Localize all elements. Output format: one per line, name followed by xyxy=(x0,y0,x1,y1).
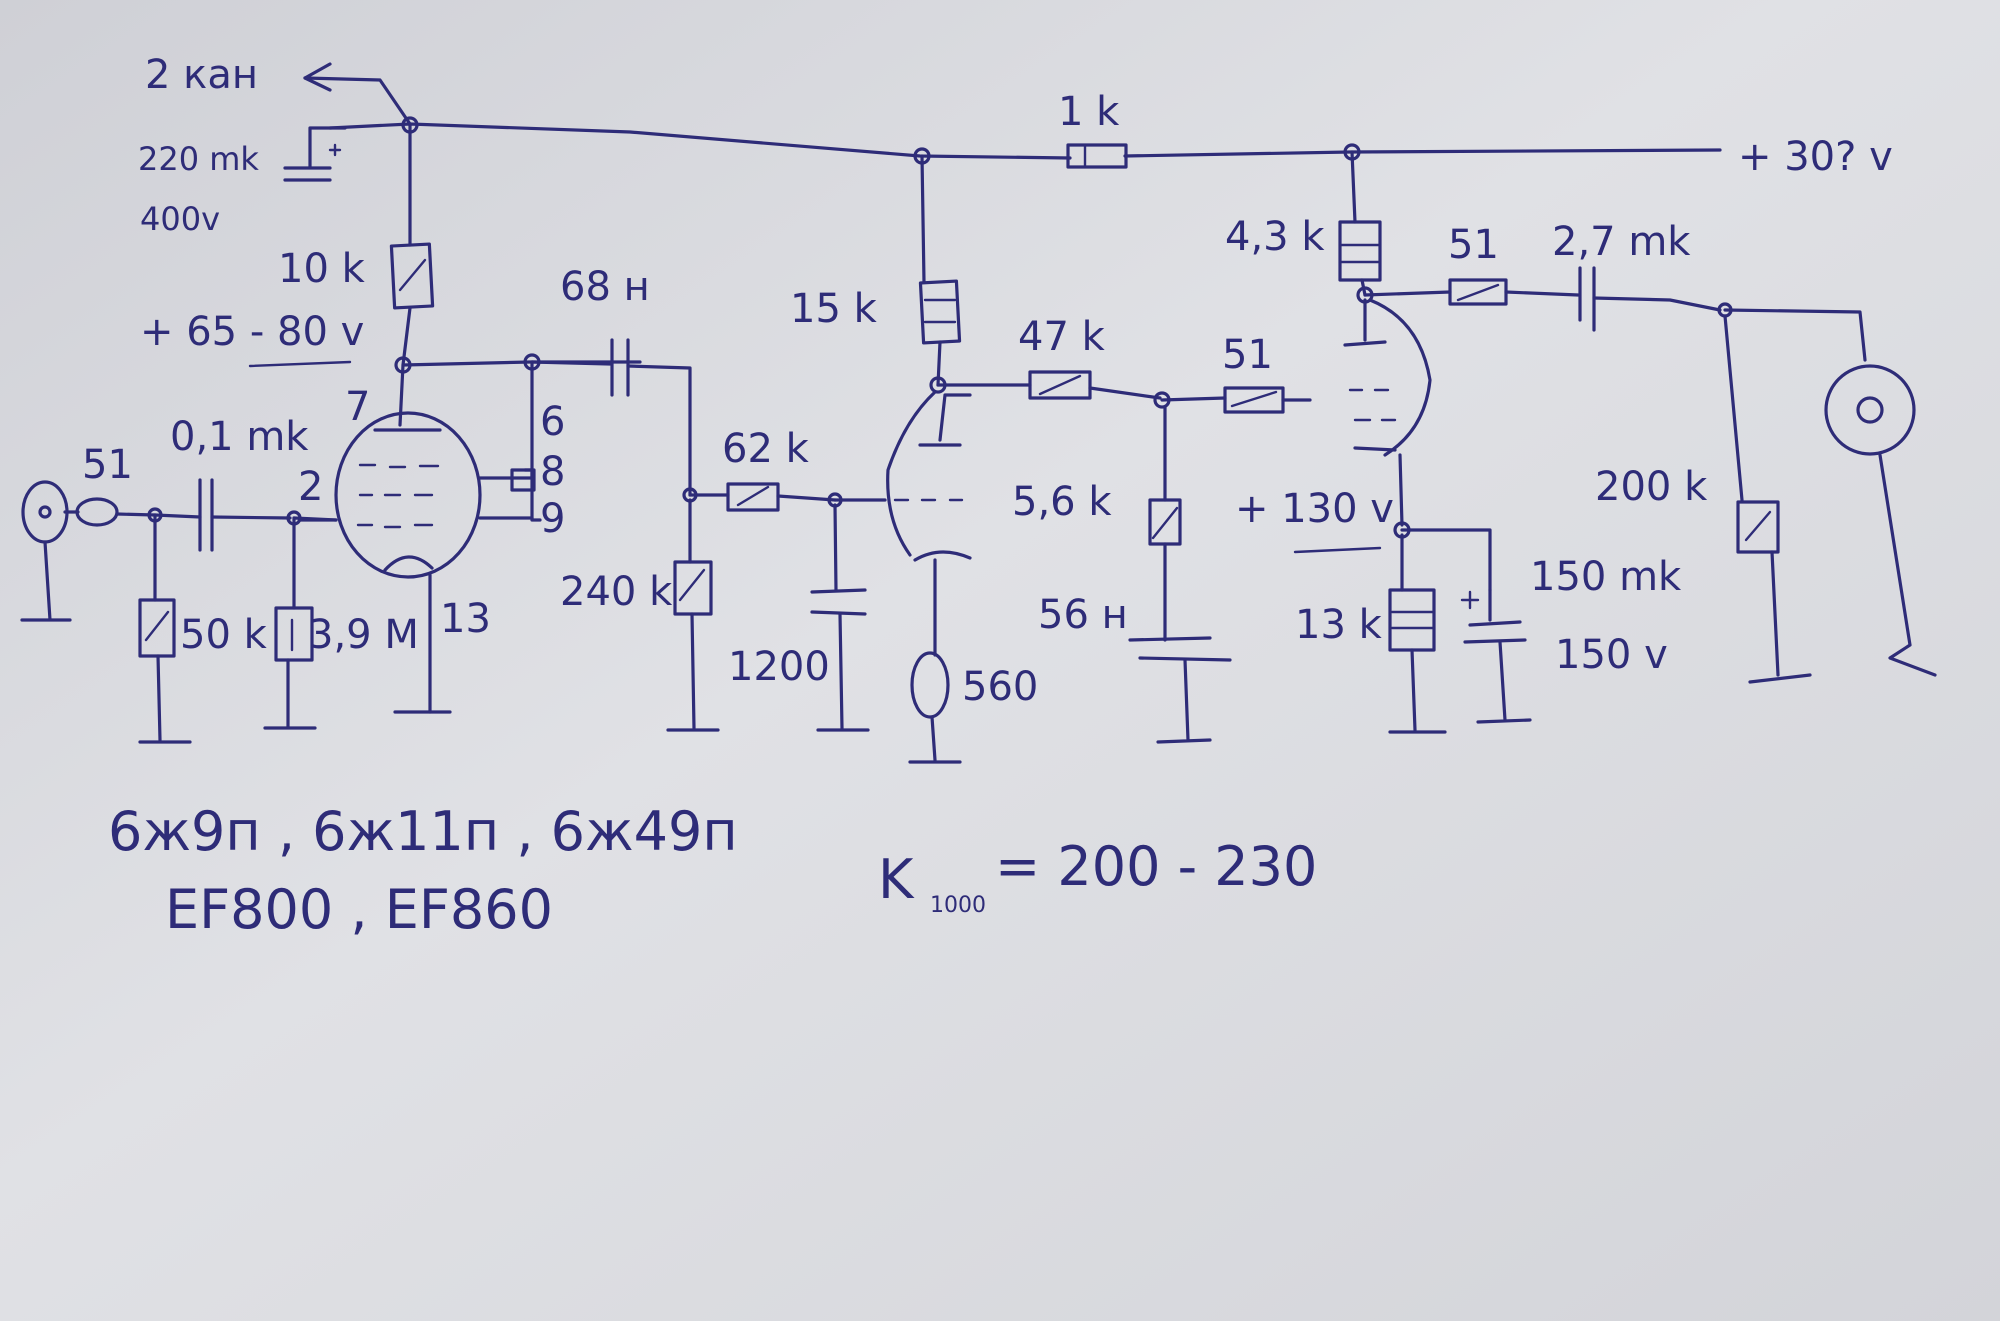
label-c-grid2: 1200 xyxy=(728,644,830,690)
label-c-cathode3-value: 150 mk xyxy=(1530,554,1682,600)
capacitor-2-7mk xyxy=(1578,266,1867,362)
stage1-anode-line xyxy=(389,123,642,522)
label-c-coupling1: 68 н xyxy=(560,264,650,310)
label-r-out: 51 xyxy=(1448,222,1499,268)
label-r-cathode2: 560 xyxy=(962,664,1038,710)
label-r-anode1: 10 k xyxy=(278,246,366,292)
label-r-grid2: 240 k xyxy=(560,569,673,615)
label-r-grid-stop2: 51 xyxy=(1222,332,1273,378)
supply-rail xyxy=(303,62,1722,165)
label-c-supply-value: 220 mk xyxy=(138,140,259,178)
resistor-50k xyxy=(138,513,192,744)
capacitor-1200 xyxy=(810,503,870,732)
gain-note: K 1000 = 200 - 230 xyxy=(878,835,1317,918)
stage3-triode xyxy=(1338,150,1492,592)
label-r-47k: 47 k xyxy=(1018,314,1106,360)
tube-types-line2: EF800 , EF860 xyxy=(165,878,553,941)
label-c-in: 0,1 mk xyxy=(170,414,309,460)
pentode-tube xyxy=(298,411,536,714)
label-pin13: 13 xyxy=(440,596,491,642)
gain-symbol: K xyxy=(878,848,915,911)
label-r-dropper: 1 k xyxy=(1058,89,1120,135)
resistor-3-9M xyxy=(263,516,317,730)
output-jack xyxy=(1824,364,1937,677)
capacitor-150mk xyxy=(1460,588,1532,724)
label-pin2: 2 xyxy=(298,464,323,510)
gain-value: = 200 - 230 xyxy=(995,835,1317,898)
gain-subscript: 1000 xyxy=(930,893,986,918)
capacitor-68n xyxy=(530,338,698,503)
label-r-grid-stop: 62 k xyxy=(722,426,810,472)
resistor-51-output xyxy=(1363,278,1580,306)
stage2-triode xyxy=(886,154,972,764)
capacitor-220mk xyxy=(283,126,347,182)
resistor-5-6k xyxy=(1148,405,1182,642)
label-r-anode2: 15 k xyxy=(790,286,878,332)
label-r-anode3: 4,3 k xyxy=(1225,214,1325,260)
resistor-200k xyxy=(1723,314,1812,684)
label-cathode3-voltage: + 130 v xyxy=(1235,486,1394,532)
label-r-5-6k: 5,6 k xyxy=(1012,479,1112,525)
resistor-51-grid xyxy=(1223,386,1312,414)
resistor-47k xyxy=(936,370,1227,409)
resistor-51-input xyxy=(63,497,202,527)
resistor-240k xyxy=(666,498,720,732)
label-r-in: 51 xyxy=(82,442,133,488)
label-r-out-shunt: 200 k xyxy=(1595,464,1708,510)
label-c-out: 2,7 mk xyxy=(1552,219,1691,265)
label-pin6: 6 xyxy=(540,399,565,445)
capacitor-0-1mk xyxy=(198,478,338,552)
tube-types-line1: 6ж9п , 6ж11п , 6ж49п xyxy=(108,800,738,863)
label-c-56n: 56 н xyxy=(1038,592,1128,638)
label-r-grid1: 3,9 M xyxy=(308,612,419,658)
label-r-cathode3: 13 k xyxy=(1295,602,1383,648)
underline-cathode-voltage xyxy=(1293,546,1382,554)
label-c-supply-voltage: 400v xyxy=(140,200,220,238)
resistor-1k xyxy=(1066,143,1128,169)
label-r-in-shunt: 50 k xyxy=(180,612,268,658)
label-supply-voltage: + 30? v xyxy=(1738,134,1893,180)
label-c-cathode3-voltage: 150 v xyxy=(1555,632,1668,678)
resistor-13k xyxy=(1388,533,1447,734)
label-channel2: 2 кан xyxy=(145,52,258,98)
label-pin8: 8 xyxy=(540,449,565,495)
underline-anode-voltage xyxy=(248,360,352,368)
label-pin7: 7 xyxy=(345,384,370,430)
label-pin9: 9 xyxy=(540,496,565,542)
capacitor-56n xyxy=(1128,636,1232,744)
label-anode-voltage: + 65 - 80 v xyxy=(140,309,364,355)
input-jack xyxy=(20,480,72,622)
